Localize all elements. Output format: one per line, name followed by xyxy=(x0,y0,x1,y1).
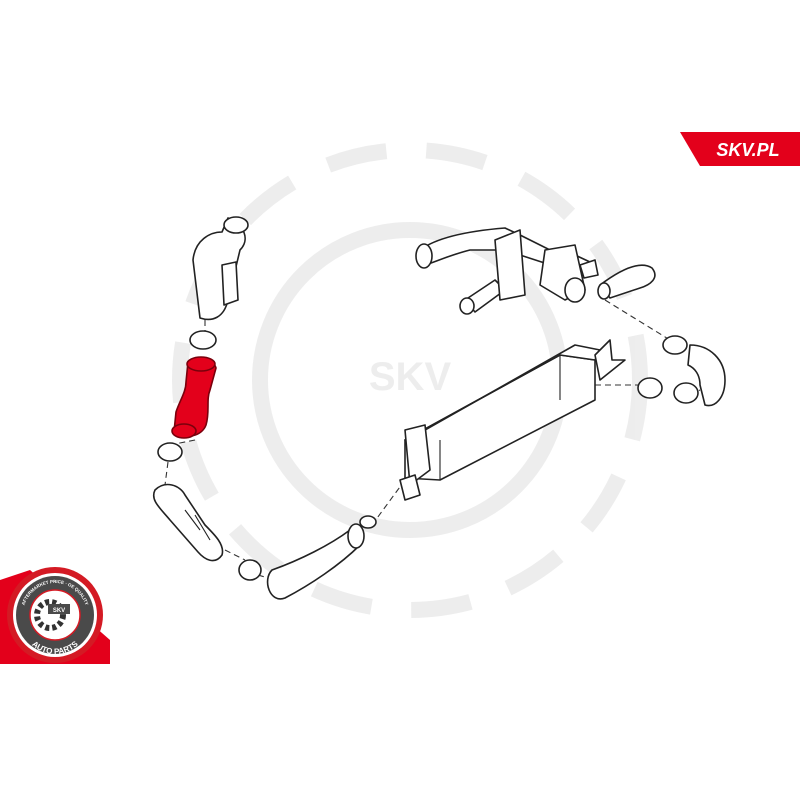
right-elbow-hose xyxy=(597,264,656,300)
intercooler xyxy=(399,339,626,501)
clamp xyxy=(673,382,699,404)
brand-corner-label: SKV.PL xyxy=(680,132,800,166)
lower-hose xyxy=(266,523,365,600)
hose-clamp xyxy=(157,442,183,462)
clamp xyxy=(359,515,377,529)
watermark-text: SKV xyxy=(369,355,452,399)
lower-left-pipe xyxy=(152,483,224,562)
far-right-hose xyxy=(687,344,726,407)
upper-right-pipe xyxy=(415,227,599,315)
badge-center-text: SKV xyxy=(53,608,65,614)
clamp xyxy=(238,559,262,581)
clamp xyxy=(637,377,663,399)
clamp xyxy=(662,335,688,355)
upper-pipe xyxy=(189,216,249,350)
brand-site-label: SKV.PL xyxy=(716,140,779,160)
skv-auto-parts-badge: SKV AFTERMARKET PRICE · OE QUALITY AUTO … xyxy=(0,567,110,664)
highlighted-hose xyxy=(171,356,217,439)
